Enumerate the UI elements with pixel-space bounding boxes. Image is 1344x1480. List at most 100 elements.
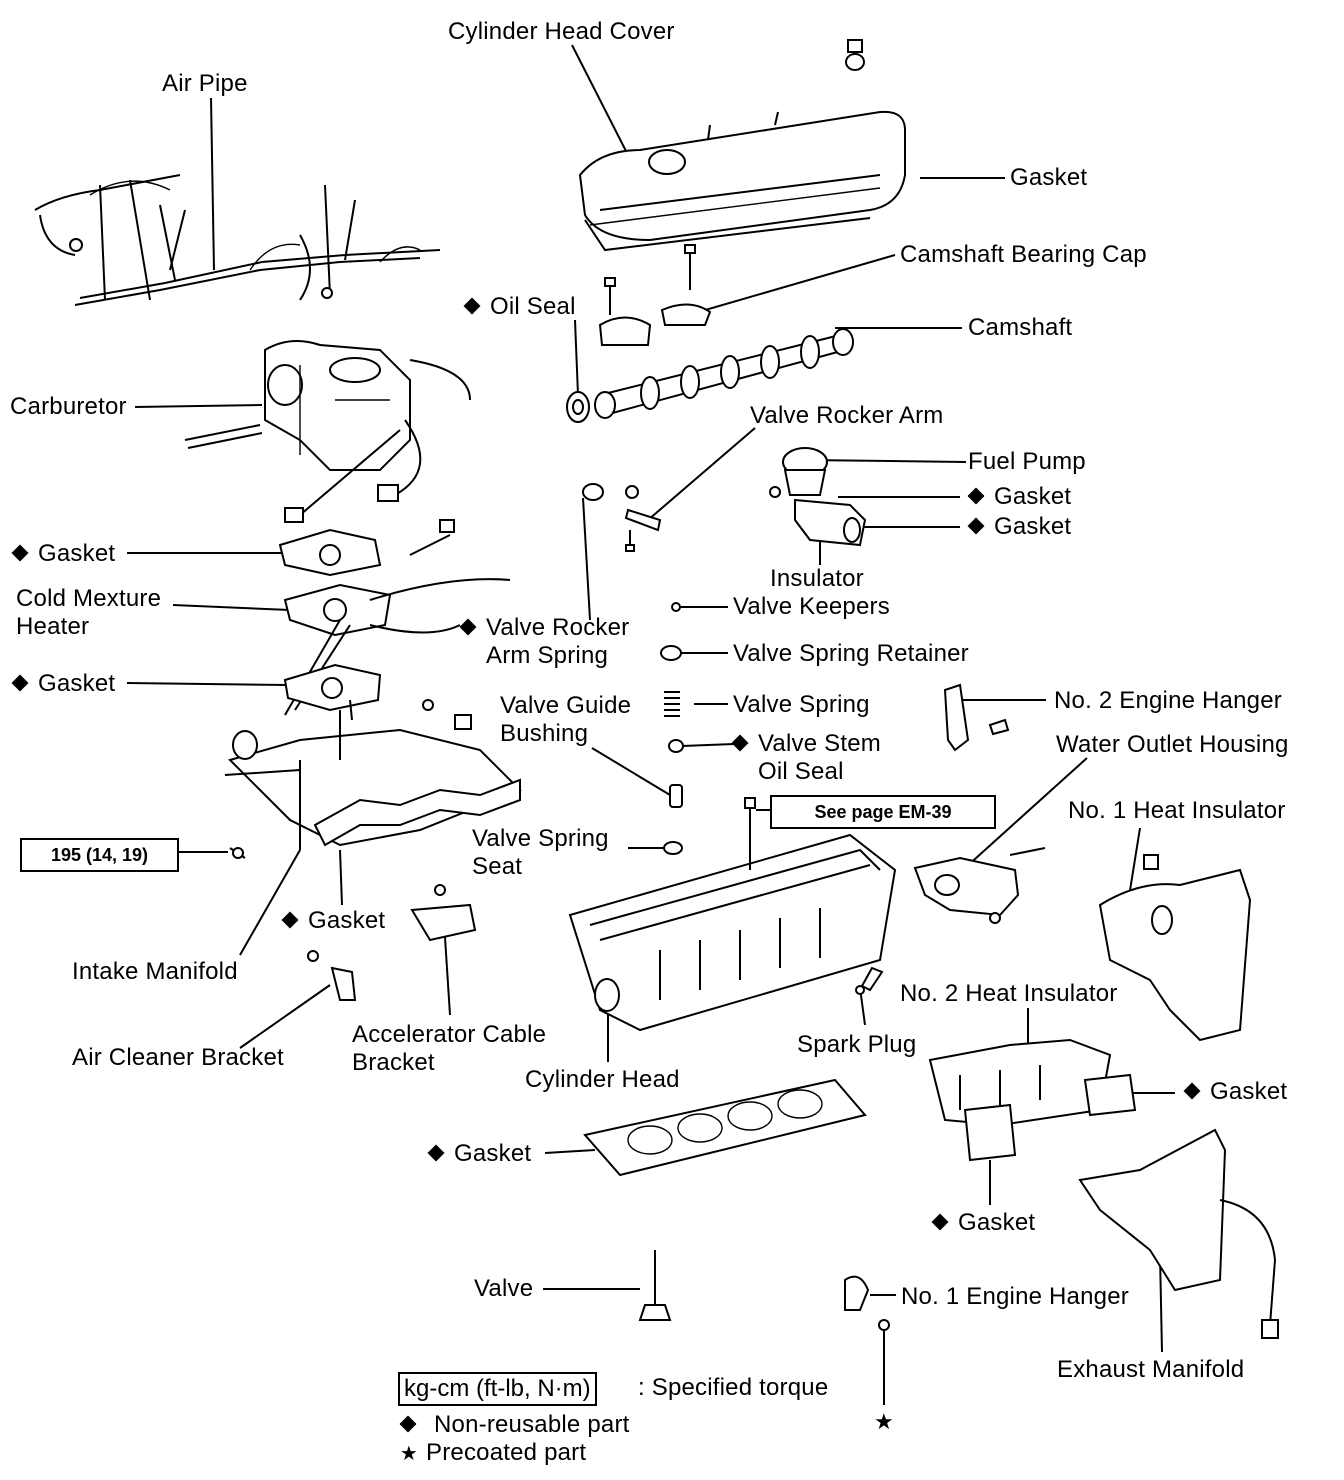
legend-torque-desc: : Specified torque (638, 1374, 829, 1401)
label-gasket-exhaust-text: Gasket (1210, 1078, 1288, 1105)
label-cylinder-head-cover: Cylinder Head Cover (448, 18, 675, 45)
water-outlet-housing-part (913, 847, 1046, 924)
label-no1-engine-hanger: No. 1 Engine Hanger (901, 1283, 1129, 1310)
no2-engine-hanger-part (943, 683, 1010, 752)
non-reusable-diamond-icon (1183, 1082, 1201, 1100)
label-gasket-carb: Gasket (11, 540, 116, 568)
label-valve-rocker-arm: Valve Rocker Arm (750, 402, 944, 429)
torque-spec-box: 195 (14, 19) (20, 838, 179, 872)
intake-manifold-part (224, 699, 522, 850)
label-spark-plug: Spark Plug (797, 1031, 917, 1058)
label-air-cleaner-bracket: Air Cleaner Bracket (72, 1044, 284, 1071)
non-reusable-diamond-icon (731, 734, 749, 752)
label-valve: Valve (474, 1275, 534, 1302)
label-no2-heat-insulator: No. 2 Heat Insulator (900, 980, 1118, 1007)
precoated-star-icon: ★ (874, 1409, 894, 1434)
fuel-pump-part (769, 447, 867, 547)
accelerator-cable-bracket-part (410, 884, 477, 942)
label-water-outlet-housing: Water Outlet Housing (1056, 731, 1289, 758)
no1-engine-hanger-part (844, 1275, 890, 1331)
legend-torque-unit: kg-cm (ft-lb, N·m) (398, 1372, 597, 1406)
cold-mixture-heater-part (283, 519, 511, 716)
intake-top-gasket-part (283, 663, 382, 712)
spark-plug-part (855, 966, 884, 995)
label-valve-guide-bushing: Valve Guide Bushing (500, 692, 632, 747)
non-reusable-diamond-icon (427, 1144, 445, 1162)
label-gasket-exhaust: Gasket (1183, 1078, 1288, 1106)
label-accelerator-cable-bracket: Accelerator Cable Bracket (352, 1021, 547, 1076)
label-camshaft-bearing-cap: Camshaft Bearing Cap (900, 241, 1147, 268)
cylinder-head-cover-part (578, 110, 906, 252)
label-gasket-intake-top: Gasket (11, 670, 116, 698)
label-insulator: Insulator (770, 565, 864, 592)
label-gasket-fp2: Gasket (967, 513, 1072, 541)
non-reusable-diamond-icon (11, 544, 29, 562)
label-gasket-intake: Gasket (281, 907, 386, 935)
label-gasket-head-text: Gasket (454, 1140, 532, 1167)
label-valve-stem-oil-seal-text: Valve Stem Oil Seal (758, 730, 881, 785)
label-gasket-carb-text: Gasket (38, 540, 116, 567)
no2-heat-insulator-part (928, 1038, 1112, 1127)
label-gasket-intake-top-text: Gasket (38, 670, 116, 697)
label-gasket-heat-ins-text: Gasket (958, 1209, 1036, 1236)
non-reusable-diamond-icon (399, 1415, 417, 1433)
label-gasket-intake-text: Gasket (308, 907, 386, 934)
label-valve-spring: Valve Spring (733, 691, 870, 718)
torque-bolt-part (229, 847, 246, 859)
non-reusable-diamond-icon (967, 517, 985, 535)
carburetor-gasket-part (278, 528, 382, 577)
cylinder-head-part (568, 797, 897, 1032)
non-reusable-diamond-icon (967, 487, 985, 505)
label-air-pipe: Air Pipe (162, 70, 248, 97)
cover-nut-part (845, 39, 865, 71)
label-intake-manifold: Intake Manifold (72, 958, 238, 985)
label-valve-rocker-arm-spring-text: Valve Rocker Arm Spring (486, 614, 630, 669)
label-fuel-pump: Fuel Pump (968, 448, 1086, 475)
label-gasket-heat-ins: Gasket (931, 1209, 1036, 1237)
label-no2-engine-hanger: No. 2 Engine Hanger (1054, 687, 1282, 714)
label-no1-heat-insulator: No. 1 Heat Insulator (1068, 797, 1286, 824)
heat-insulator-gasket-part (963, 1103, 1017, 1162)
label-cylinder-head: Cylinder Head (525, 1066, 680, 1093)
label-gasket-fp1-text: Gasket (994, 483, 1072, 510)
label-cold-mixture-heater: Cold Mexture Heater (16, 585, 162, 640)
non-reusable-diamond-icon (459, 618, 477, 636)
label-gasket-cover: Gasket (1010, 164, 1088, 191)
air-cleaner-bracket-part (307, 950, 357, 1001)
valve-part (638, 1250, 672, 1321)
label-camshaft: Camshaft (968, 314, 1073, 341)
label-gasket-head: Gasket (427, 1140, 532, 1168)
label-valve-stem-oil-seal: Valve Stem Oil Seal (731, 730, 881, 786)
carburetor-part (184, 340, 471, 523)
label-oil-seal-text: Oil Seal (490, 293, 576, 320)
star-icon: ★ (399, 1443, 419, 1465)
valve-train-parts (660, 602, 684, 855)
legend-non-reusable: Non-reusable part (399, 1411, 630, 1439)
intake-gasket-part (313, 778, 521, 847)
label-gasket-fp1: Gasket (967, 483, 1072, 511)
legend-non-reusable-text: Non-reusable part (434, 1411, 630, 1438)
camshaft-bearing-cap-part (598, 244, 712, 346)
exhaust-manifold-part (1078, 1128, 1279, 1339)
exhaust-gasket-part (1083, 1073, 1137, 1117)
label-valve-keepers: Valve Keepers (733, 593, 890, 620)
label-valve-spring-retainer: Valve Spring Retainer (733, 640, 969, 667)
air-pipe-part (34, 174, 441, 306)
camshaft-part (594, 328, 854, 419)
oil-seal-part (566, 391, 590, 423)
label-carburetor: Carburetor (10, 393, 127, 420)
label-valve-spring-seat: Valve Spring Seat (472, 825, 609, 880)
head-gasket-part (583, 1078, 867, 1177)
no1-heat-insulator-part (1098, 854, 1252, 1042)
label-gasket-fp2-text: Gasket (994, 513, 1072, 540)
non-reusable-diamond-icon (931, 1213, 949, 1231)
legend-precoated: ★ Precoated part (398, 1439, 586, 1468)
label-exhaust-manifold: Exhaust Manifold (1057, 1356, 1245, 1383)
non-reusable-diamond-icon (463, 297, 481, 315)
legend-precoated-text: Precoated part (426, 1439, 587, 1466)
non-reusable-diamond-icon (11, 674, 29, 692)
label-oil-seal: Oil Seal (463, 293, 576, 321)
label-valve-rocker-arm-spring: Valve Rocker Arm Spring (459, 614, 630, 670)
